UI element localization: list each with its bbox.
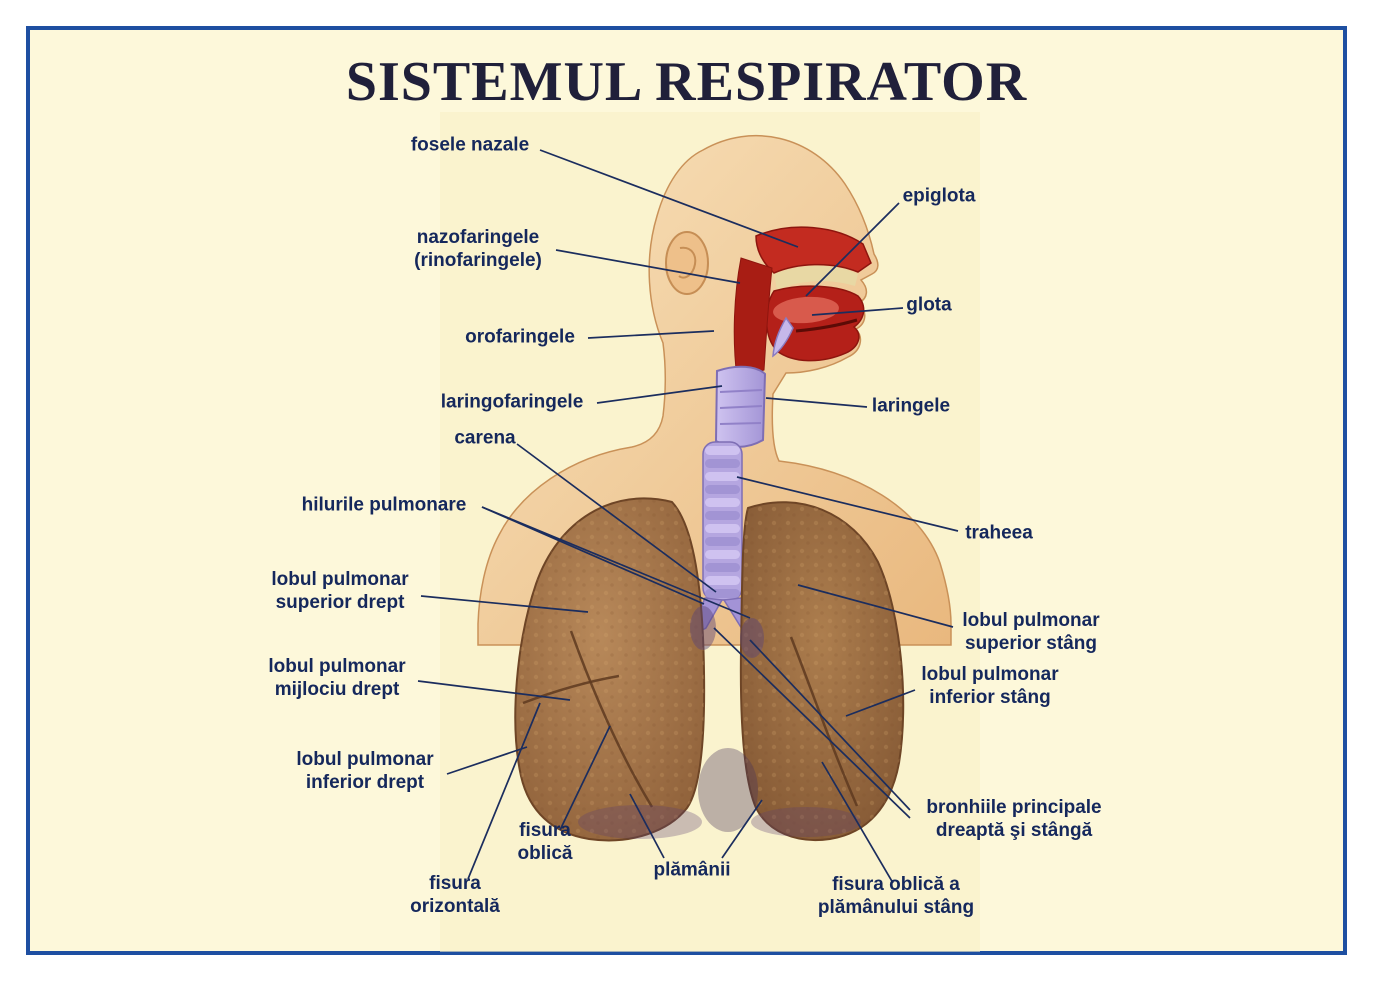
leader-line — [721, 799, 763, 859]
leader-line — [446, 746, 528, 775]
label-lobul-superior-drept: lobul pulmonar superior drept — [271, 569, 409, 613]
label-laringele: laringele — [871, 395, 951, 417]
leader-line — [587, 330, 715, 339]
poster-title: SISTEMUL RESPIRATOR — [345, 51, 1028, 113]
label-traheea: traheea — [965, 522, 1033, 544]
label-fisura-oblica: fisura oblică — [517, 820, 573, 864]
leader-line — [821, 761, 894, 884]
leader-line — [736, 476, 959, 532]
leader-line — [467, 702, 541, 880]
leader-line — [805, 202, 900, 297]
leader-line — [516, 443, 717, 593]
label-nazofaringele: nazofaringele (rinofaringele) — [414, 227, 542, 271]
leader-line — [559, 725, 611, 831]
label-fosele-nazale: fosele nazale — [410, 134, 530, 156]
leader-line — [797, 584, 954, 628]
label-bronhiile-principale: bronhiile principale dreaptă şi stângă — [926, 797, 1102, 841]
label-epiglota: epiglota — [902, 185, 976, 207]
leader-line — [765, 397, 868, 408]
leader-line — [539, 149, 799, 248]
leader-line — [481, 506, 751, 619]
label-lobul-mijlociu-drept: lobul pulmonar mijlociu drept — [268, 656, 406, 700]
right-hilum-shape — [690, 606, 716, 650]
palate-shape — [774, 265, 858, 290]
label-fisura-orizontala: fisura orizontală — [410, 873, 500, 917]
label-lobul-superior-stang: lobul pulmonar superior stâng — [962, 610, 1100, 654]
label-orofaringele: orofaringele — [465, 326, 575, 348]
leader-line — [417, 680, 571, 701]
leader-line — [749, 639, 911, 811]
label-hilurile-pulmonare: hilurile pulmonare — [301, 494, 467, 516]
trachea-rings — [705, 446, 740, 598]
leader-line — [845, 689, 916, 717]
leader-lines — [417, 149, 959, 884]
leader-line — [629, 793, 665, 859]
leader-line — [811, 307, 904, 316]
leader-line — [596, 385, 723, 404]
label-carena: carena — [454, 427, 516, 449]
label-lobul-inferior-drept: lobul pulmonar inferior drept — [296, 749, 434, 793]
label-lobul-inferior-stang: lobul pulmonar inferior stâng — [921, 664, 1059, 708]
airway-cross-section — [733, 226, 872, 379]
right-oblique-fissure-line — [569, 630, 654, 808]
horizontal-fissure-line — [522, 674, 620, 705]
label-fisura-oblica-stang: fisura oblică a plămânului stâng — [817, 874, 975, 918]
label-plamanii: plămânii — [653, 859, 731, 881]
tongue-shape — [773, 296, 839, 324]
leader-line — [420, 595, 589, 613]
left-oblique-fissure-line — [789, 636, 859, 807]
label-laringofaringele: laringofaringele — [440, 391, 584, 413]
epiglottis-shape — [772, 316, 794, 358]
ear-shape — [665, 231, 709, 295]
label-glota: glota — [906, 294, 952, 316]
leader-line — [555, 249, 741, 284]
leader-line — [713, 627, 911, 819]
